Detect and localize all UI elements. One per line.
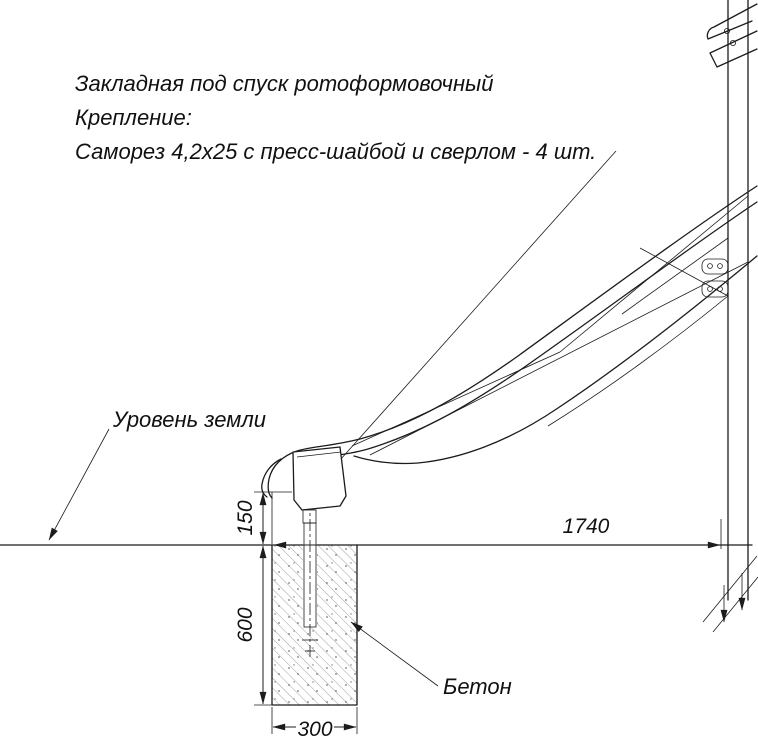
slide-edge-line-5 bbox=[621, 237, 729, 315]
concrete-label-text: Бетон bbox=[443, 674, 512, 699]
slide-bed-edge bbox=[353, 255, 758, 465]
post-ground-anchors bbox=[702, 555, 758, 633]
anchor-neck bbox=[302, 509, 317, 524]
slide-edge-line-4 bbox=[639, 247, 729, 297]
entry-bracket bbox=[706, 3, 758, 68]
dim-600-text: 600 bbox=[234, 607, 257, 642]
screws-leader-line bbox=[331, 150, 617, 470]
embedded-anchor bbox=[302, 498, 318, 660]
slide-body bbox=[261, 185, 758, 511]
concrete-leader-line bbox=[350, 621, 439, 687]
note-fastening: Крепление: bbox=[75, 105, 192, 130]
dimension-300: 300 bbox=[271, 707, 358, 741]
support-post bbox=[701, 0, 758, 633]
slide-edge-line-2 bbox=[351, 351, 561, 447]
ground-label-text: Уровень земли bbox=[112, 407, 266, 432]
dim-150-text: 150 bbox=[234, 500, 257, 535]
slide-inner-rail bbox=[311, 201, 758, 460]
slide-foot-detail bbox=[296, 451, 342, 458]
dimension-600: 600 bbox=[234, 545, 274, 706]
notes-block: Закладная под спуск ротоформовочный Креп… bbox=[75, 71, 617, 470]
note-title: Закладная под спуск ротоформовочный bbox=[75, 71, 493, 96]
ground-level-label: Уровень земли bbox=[48, 407, 266, 541]
slide-edge-line-3 bbox=[369, 261, 749, 456]
note-screws: Саморез 4,2х25 с пресс-шайбой и сверлом … bbox=[75, 139, 596, 164]
slide-foot-block bbox=[292, 446, 347, 511]
dim-300-text: 300 bbox=[297, 718, 332, 741]
concrete-label: Бетон bbox=[350, 621, 512, 699]
dimension-150: 150 bbox=[234, 491, 292, 545]
dimension-1740: 1740 bbox=[273, 515, 722, 549]
slide-lower-chord bbox=[547, 295, 729, 427]
slide-edge-line-1 bbox=[559, 195, 749, 353]
slide-outer-rail bbox=[267, 185, 758, 499]
dim-1740-text: 1740 bbox=[563, 515, 610, 538]
ground-leader-line bbox=[48, 428, 110, 541]
slide-exit-lip bbox=[261, 458, 282, 498]
